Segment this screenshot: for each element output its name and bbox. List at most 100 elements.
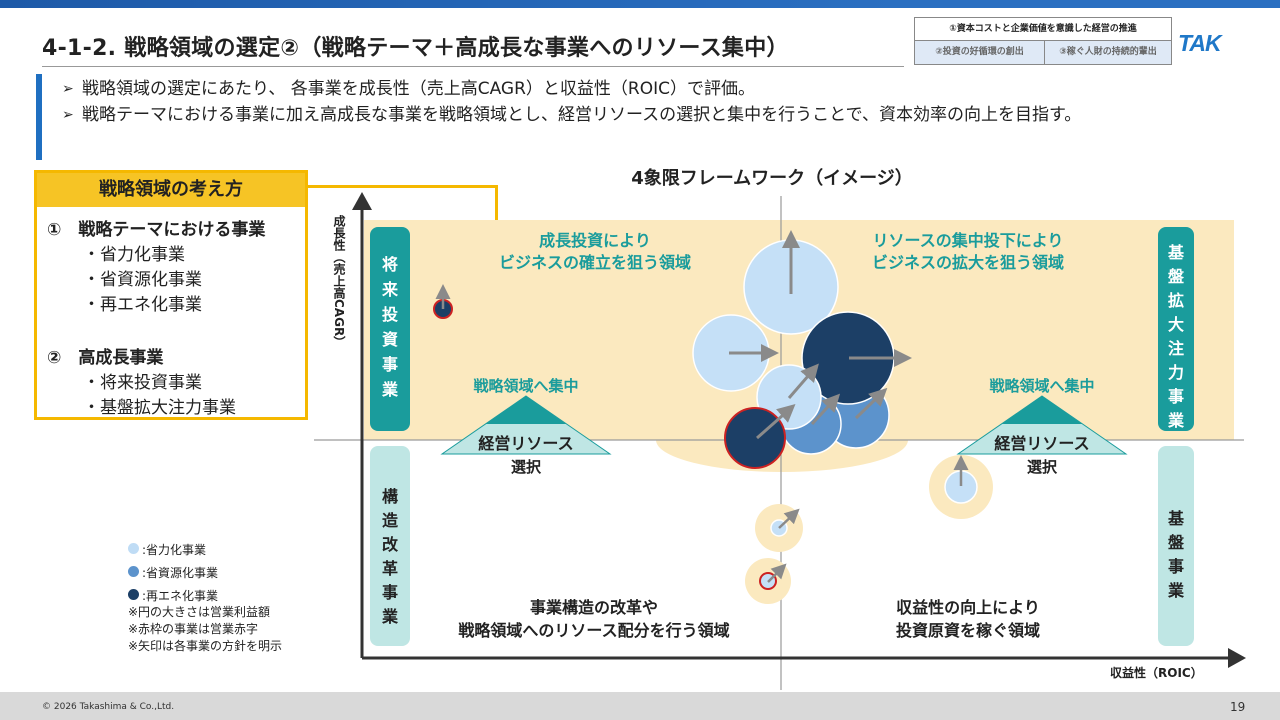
quadrant-tl-text: ビジネスの確立を狙う領域: [499, 253, 691, 272]
company-logo: TAK: [1178, 30, 1222, 56]
vertical-label-char: 改: [382, 535, 399, 554]
arrow-bullet-icon: ➢: [62, 107, 74, 123]
vertical-label-char: 資: [382, 330, 398, 349]
vertical-label-char: 革: [382, 559, 398, 578]
policy-arrow: [854, 387, 888, 420]
framework-title: 4象限フレームワーク（イメージ）: [631, 168, 913, 189]
vertical-label-char: 投: [382, 305, 398, 324]
vertical-label-char: 来: [381, 280, 399, 299]
strategy-concept-box: 戦略領域の考え方 ① 戦略テーマにおける事業 ・省力化事業 ・省資源化事業 ・再…: [34, 170, 308, 420]
resource-label-left: 経営リソース: [478, 434, 573, 453]
policy-arrow: [810, 393, 841, 426]
focus-label-right: 戦略領域へ集中: [989, 377, 1094, 395]
bullet-text: 戦略テーマにおける事業に加え高成長な事業を戦略領域とし、経営リソースの選択と集中…: [82, 105, 1082, 125]
policy-arrow: [767, 563, 787, 583]
resource-triangle-right: [956, 395, 1128, 455]
bullets-accent-bar: [36, 74, 42, 160]
vertical-label-char: 構: [382, 487, 398, 506]
concept-item-2-sub: ・基盤拡大注力事業: [83, 398, 236, 418]
legend-dot-icon: [128, 566, 139, 577]
x-axis-arrow-icon: [1228, 648, 1246, 668]
quadrant-tr-text: リソースの集中投下により: [873, 231, 1064, 250]
quadrant-br-text: 投資原資を稼ぐ領域: [896, 621, 1040, 640]
policy-arrow: [787, 363, 819, 399]
x-axis-label: 収益性（ROIC）: [1110, 666, 1203, 680]
focus-label-left: 戦略領域へ集中: [473, 377, 578, 395]
vertical-label-char: 力: [1168, 363, 1184, 382]
legend-dot-icon: [128, 589, 139, 600]
arrow-bullet-icon: ➢: [62, 81, 74, 97]
note-text: ※赤枠の事業は営業赤字: [128, 622, 259, 636]
policy-arrow: [756, 404, 796, 440]
vertical-label-char: 業: [381, 607, 399, 626]
copyright-text: © 2026 Takashima & Co.,Ltd.: [42, 702, 175, 712]
quadrant-label-future-investment: [370, 227, 410, 431]
quadrant-label-base-expansion: [1158, 227, 1194, 431]
quadrant-bl-vertical-label: 構造改革事業: [381, 487, 399, 626]
vertical-label-char: 業: [1167, 581, 1185, 600]
quadrant-label-restructuring: [370, 446, 410, 646]
y-axis-arrow-icon: [352, 192, 372, 210]
vertical-label-char: 将: [382, 255, 398, 274]
concept-connector: [495, 185, 498, 221]
vertical-label-char: 拡: [1168, 291, 1184, 310]
page-title: 4-1-2. 戦略領域の選定②（戦略テーマ＋高成長な事業へのリソース集中）: [42, 36, 789, 61]
top-accent-bar: [0, 0, 1280, 8]
concept-heading: 戦略領域の考え方: [37, 173, 305, 207]
concept-item-1-sub: ・省力化事業: [83, 245, 185, 265]
vertical-label-char: 事: [1168, 557, 1184, 576]
page-number: 19: [1230, 700, 1246, 714]
concept-item-2-title: ② 高成長事業: [47, 348, 164, 368]
resource-triangle-left: [440, 395, 612, 455]
title-divider: [42, 66, 904, 67]
select-label-left: 選択: [511, 458, 542, 476]
concept-item-1-sub: ・省資源化事業: [83, 270, 202, 290]
quadrant-label-base-business: [1158, 446, 1194, 646]
quadrant-br-vertical-label: 基盤事業: [1167, 509, 1185, 600]
vertical-label-char: 基: [1167, 243, 1185, 262]
resource-triangle-left-tip: [486, 396, 566, 424]
concept-item-1-sub: ・再エネ化事業: [83, 295, 202, 315]
legend-label: :省資源化事業: [142, 566, 219, 580]
vertical-label-char: 大: [1168, 315, 1184, 334]
quadrant-br-text: 収益性の向上により: [896, 598, 1040, 617]
focus-zone-background: [656, 440, 908, 472]
vertical-label-char: 基: [1167, 509, 1185, 528]
policy-badge-2: ②投資の好循環の創出: [915, 41, 1045, 64]
policy-arrow: [778, 508, 800, 529]
vertical-label-char: 業: [1167, 411, 1185, 430]
note-text: ※円の大きさは営業利益額: [128, 605, 271, 619]
concept-item-2-sub: ・将来投資事業: [83, 373, 202, 393]
quadrant-bl-text: 戦略領域へのリソース配分を行う領域: [458, 621, 729, 640]
resource-triangle-right-tip: [1002, 396, 1082, 424]
legend-label: :再エネ化事業: [142, 589, 219, 603]
vertical-label-char: 注: [1168, 339, 1184, 358]
policy-badges: ①資本コストと企業価値を意識した経営の推進 ②投資の好循環の創出 ③稼ぐ人財の持…: [914, 17, 1172, 65]
business-bubble-deficit: [724, 407, 786, 469]
concept-connector: [308, 185, 498, 188]
resource-label-right: 経営リソース: [994, 434, 1089, 453]
note-text: ※矢印は各事業の方針を明示: [128, 639, 283, 653]
policy-badge-3: ③稼ぐ人財の持続的輩出: [1045, 41, 1171, 64]
legend-label: :省力化事業: [142, 543, 207, 557]
footer-bar: [0, 692, 1280, 720]
quadrant-tl-vertical-label: 将来投資事業: [381, 255, 399, 399]
y-axis-label: 成長性（売上高CAGR）: [332, 215, 346, 349]
bullet-text: 戦略領域の選定にあたり、 各事業を成長性（売上高CAGR）と収益性（ROIC）で…: [82, 79, 755, 99]
vertical-label-char: 盤: [1168, 267, 1185, 286]
policy-badge-1: ①資本コストと企業価値を意識した経営の推進: [915, 18, 1171, 41]
vertical-label-char: 盤: [1168, 533, 1185, 552]
concept-item-1-title: ① 戦略テーマにおける事業: [47, 220, 266, 240]
quadrant-tr-text: ビジネスの拡大を狙う領域: [872, 253, 1064, 272]
vertical-label-char: 事: [382, 583, 398, 602]
vertical-label-char: 事: [382, 355, 398, 374]
quadrant-tr-vertical-label: 基盤拡大注力事業: [1167, 243, 1185, 430]
select-label-right: 選択: [1027, 458, 1058, 476]
vertical-label-char: 業: [381, 380, 399, 399]
vertical-label-char: 事: [1168, 387, 1184, 406]
legend-dot-icon: [128, 543, 139, 554]
quadrant-bl-text: 事業構造の改革や: [530, 598, 658, 617]
vertical-label-char: 造: [382, 511, 399, 530]
quadrant-tl-text: 成長投資により: [539, 231, 651, 250]
